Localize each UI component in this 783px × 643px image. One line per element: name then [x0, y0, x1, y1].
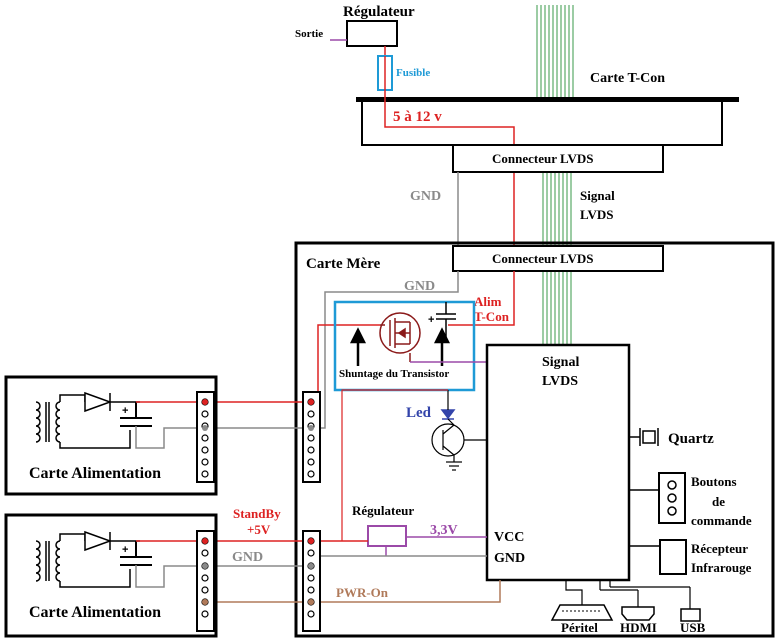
regulateur-top-box [346, 20, 398, 47]
mb-connector-top [302, 391, 321, 483]
gnd-low-label: GND [232, 550, 263, 565]
led-label: Led [406, 405, 432, 421]
gnd-mid-wire [205, 271, 459, 429]
lvds-lines-low [542, 271, 572, 345]
carte-tcon-board [361, 99, 723, 146]
pwr-on-label: PWR-On [336, 585, 389, 600]
usb-connector [680, 608, 701, 622]
recepteur-label-2: Infrarouge [691, 560, 752, 575]
connecteur-lvds-top-label: Connecteur LVDS [492, 151, 594, 166]
quartz-label: Quartz [668, 431, 714, 447]
tcon-supply-wire [384, 90, 515, 246]
carte-tcon-label: Carte T-Con [590, 71, 665, 86]
led-symbol [440, 409, 456, 420]
main-chip [485, 343, 631, 582]
boutons-label-3: commande [691, 513, 752, 528]
mosfet-symbol [379, 312, 421, 362]
chip-output-wires [565, 580, 583, 605]
regulateur-mid-box [367, 525, 407, 547]
tcon-capacitor [436, 302, 456, 340]
usb-label: USB [680, 620, 706, 635]
svg-text:+: + [122, 544, 128, 556]
alim-connector-1 [196, 391, 215, 483]
hdmi-connector [621, 606, 655, 621]
carte-alim-board-2 [4, 513, 218, 638]
quartz-symbol [629, 428, 659, 446]
regulateur-mid-label: Régulateur [352, 503, 414, 518]
connecteur-lvds-mid-label: Connecteur LVDS [492, 251, 594, 266]
standby-to-led-wire [341, 389, 448, 541]
chip-vcc-label: VCC [494, 530, 524, 545]
cap-plus-sign: + [428, 314, 434, 326]
chip-signal-label: Signal [542, 355, 579, 370]
gnd-mid-label: GND [404, 279, 435, 294]
alim-tcon-label-1: Alim [474, 294, 502, 309]
led-transistor [431, 418, 487, 471]
gnd-top-label: GND [410, 189, 441, 204]
signal-lvds-side-label: Signal [580, 188, 615, 203]
lvds-lines-top [536, 5, 574, 98]
standby-label-2: +5V [247, 522, 271, 537]
diode-1 [84, 391, 140, 413]
transformer-2 [35, 533, 131, 588]
carte-alim-label-2: Carte Alimentation [29, 604, 161, 621]
alim-tcon-label-2: T-Con [474, 309, 510, 324]
transformer-1 [35, 394, 131, 449]
connecteur-lvds-mid [452, 245, 664, 272]
chip-lvds-label: LVDS [542, 374, 578, 389]
recepteur-label-1: Récepteur [691, 541, 748, 556]
carte-alim-board-1 [4, 375, 218, 496]
v33-label: 3,3V [430, 523, 458, 538]
connecteur-lvds-top [452, 144, 664, 173]
alim-tcon-wire [448, 271, 515, 326]
carte-mere-label: Carte Mère [306, 256, 381, 272]
peritel-connector [550, 604, 614, 621]
fusible-label: Fusible [396, 67, 430, 79]
shunt-arrows [349, 327, 451, 366]
peritel-label: Péritel [561, 620, 598, 635]
recepteur-box [659, 539, 687, 575]
regulateur-top-label: Régulateur [343, 4, 415, 20]
carte-alim-label-1: Carte Alimentation [29, 465, 161, 482]
carte-mere-board [294, 241, 775, 638]
boutons-label-2: de [712, 494, 725, 509]
chip-gnd-label: GND [494, 551, 525, 566]
standby-label-1: StandBy [233, 506, 281, 521]
hdmi-label: HDMI [620, 620, 657, 635]
boutons-label-1: Boutons [691, 474, 737, 489]
lvds-lines-mid [542, 172, 572, 246]
volt-label: 5 à 12 v [393, 109, 442, 125]
shuntage-label: Shuntage du Transistor [339, 368, 449, 380]
svg-text:+: + [122, 405, 128, 417]
standby-wire-1 [205, 324, 380, 403]
sortie-label: Sortie [295, 28, 323, 40]
diode-2 [84, 530, 140, 552]
svg-text:LVDS: LVDS [580, 207, 613, 222]
